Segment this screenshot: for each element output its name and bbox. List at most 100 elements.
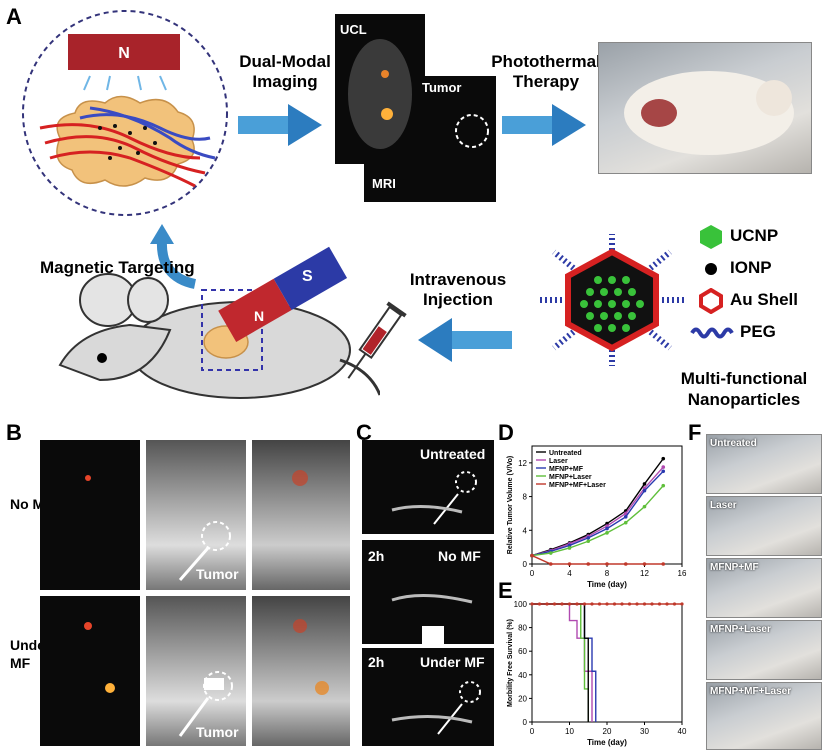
magnetic-targeting-label: Magnetic Targeting [40, 258, 195, 277]
series-line [531, 466, 664, 557]
data-point [567, 562, 572, 566]
legend-au-shell: Au Shell [730, 290, 799, 309]
y-axis-label: Morbility Free Survival (%) [507, 619, 514, 707]
series-line [531, 485, 664, 557]
panel-label-e: E [498, 578, 513, 603]
mri-image-no-mf [362, 540, 494, 644]
data-point [680, 602, 684, 606]
data-point [586, 539, 591, 544]
label-no-mf-c: No MF [438, 548, 481, 564]
y-tick-label: 60 [518, 647, 527, 656]
data-point [623, 562, 628, 566]
dual-modal-label: Dual-Modal Imaging [239, 52, 331, 91]
y-tick-label: 0 [523, 718, 528, 727]
label-2h-a: 2h [368, 548, 385, 564]
tumor-label-a: Tumor [422, 80, 462, 95]
f-label-untreated: Untreated [710, 438, 757, 449]
data-point [567, 602, 572, 606]
legend-entry: Untreated [549, 450, 582, 457]
y-tick-label: 20 [518, 694, 527, 703]
legend-entry: MFNP+Laser [549, 474, 592, 481]
data-point [605, 526, 609, 531]
data-point [642, 562, 647, 566]
series-line [532, 603, 597, 722]
intravenous-label: Intravenous Injection [409, 270, 507, 309]
data-point [530, 602, 534, 606]
tumor-label-b2: Tumor [196, 724, 239, 740]
arrow-left-icon [418, 318, 512, 362]
panel-label-a: A [6, 4, 22, 29]
overlay-image-under-mf [146, 596, 246, 746]
data-point [605, 531, 609, 535]
data-point [623, 515, 628, 519]
data-point [548, 551, 553, 555]
y-tick-label: 12 [518, 459, 527, 468]
merged-image-no-mf [252, 440, 350, 590]
mouse-illustration [40, 270, 380, 410]
mri-label: MRI [372, 176, 396, 191]
data-point [567, 546, 572, 550]
arrow-right-icon [502, 104, 586, 146]
bar-magnet-icon [218, 246, 348, 342]
data-point [545, 602, 549, 606]
data-point [597, 602, 602, 606]
data-point [548, 562, 553, 566]
data-point [642, 504, 647, 509]
data-point [650, 602, 654, 606]
photothermal-label: Photothermal Therapy [491, 52, 601, 91]
mri-image-untreated [362, 440, 494, 534]
data-point [530, 553, 534, 558]
data-point [623, 511, 628, 516]
data-point [620, 602, 624, 606]
data-point [642, 482, 647, 486]
fluorescence-image-under-mf [40, 596, 140, 746]
ucl-label: UCL [340, 22, 367, 37]
legend-peg: PEG [740, 322, 776, 341]
data-point [537, 602, 542, 606]
data-point [552, 602, 557, 606]
y-tick-label: 100 [514, 600, 528, 609]
label-untreated: Untreated [420, 446, 486, 462]
series-line [532, 603, 589, 722]
f-label-mfnp-laser: MFNP+Laser [710, 624, 771, 635]
data-point [661, 465, 666, 469]
series-line [532, 603, 589, 722]
tumor-label-b1: Tumor [196, 566, 239, 582]
x-tick-label: 0 [530, 727, 535, 736]
mouse-photo-mfnp-laser [706, 620, 822, 680]
plot-frame [531, 603, 683, 723]
series-line [531, 470, 664, 557]
mouse-photo-mfnp-mf-laser [706, 682, 822, 750]
peg-legend-icon [690, 327, 734, 339]
data-point [661, 469, 666, 474]
y-tick-label: 40 [518, 671, 527, 680]
magnet-n-label: N [118, 45, 130, 62]
legend-ucnp: UCNP [730, 226, 779, 245]
data-point [642, 488, 647, 493]
legend-entry: MFNP+MF+Laser [549, 482, 606, 489]
ucnp-legend-icon [700, 225, 722, 249]
data-point [623, 520, 628, 525]
x-axis-label: Time (day) [587, 580, 627, 589]
mouse-photo-untreated [706, 434, 822, 494]
data-point [575, 602, 579, 606]
data-point [672, 602, 677, 606]
data-point [661, 456, 666, 461]
fluorescence-image-no-mf [40, 440, 140, 590]
y-axis-label: Relative Tumor Volume (V/Vo) [507, 456, 514, 554]
mouse-photo-laser [706, 496, 822, 556]
mri-image-under-mf [362, 648, 494, 746]
data-point [605, 562, 609, 566]
series-line [531, 554, 664, 565]
data-point [586, 562, 591, 566]
data-point [661, 562, 666, 566]
data-point [657, 602, 662, 606]
f-label-laser: Laser [710, 500, 737, 511]
panel-label-d: D [498, 420, 514, 445]
data-point [635, 602, 639, 606]
label-2h-b: 2h [368, 654, 385, 670]
mouse-photo-column: Untreated Laser MFNP+MF MFNP+Laser MFNP+… [706, 434, 822, 750]
y-tick-label: 8 [523, 493, 528, 502]
data-point [605, 602, 609, 606]
multi-functional-label: Multi-functional Nanoparticles [680, 369, 808, 409]
